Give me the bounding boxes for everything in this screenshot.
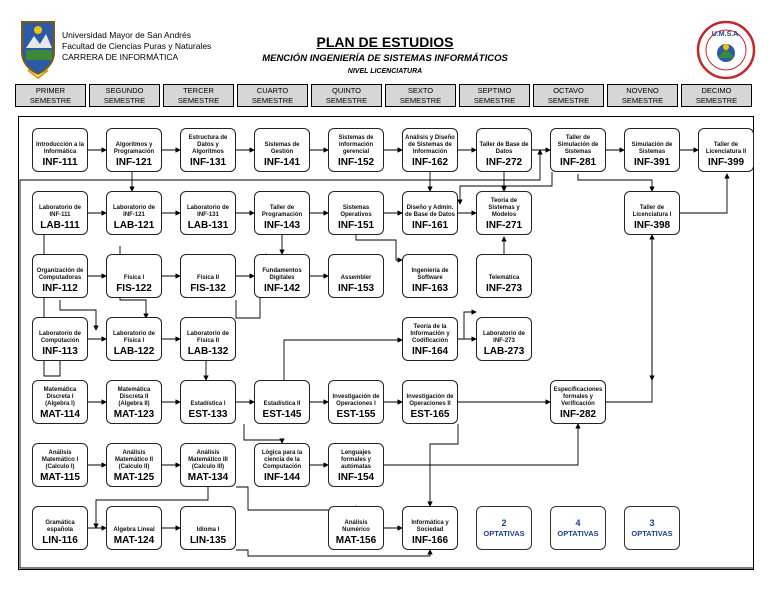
page-subtitle: MENCIÓN INGENIERÍA DE SISTEMAS INFORMÁTI…	[262, 53, 508, 64]
course-inf144[interactable]: Lógica para la ciencia de la Computación…	[254, 443, 310, 487]
seal-text: U.M.S.A.	[712, 31, 740, 38]
plan-frame	[18, 116, 754, 570]
institution-header: Universidad Mayor de San Andrés Facultad…	[62, 30, 211, 63]
course-inf162[interactable]: Análisis y Diseño de Sistemas de Informa…	[402, 128, 458, 172]
page-title: PLAN DE ESTUDIOS	[316, 34, 454, 50]
umsa-seal-logo: U.M.S.A.	[696, 20, 756, 80]
course-mat114[interactable]: Matemática Discreta I (Algebra I)MAT-114	[32, 380, 88, 424]
faculty-name: Facultad de Ciencias Puras y Naturales	[62, 41, 212, 51]
university-crest-logo	[18, 18, 58, 80]
level-label: NIVEL LICENCIATURA	[347, 68, 423, 75]
course-mat123[interactable]: Matemática Discreta II (Algebra II)MAT-1…	[106, 380, 162, 424]
course-mat134[interactable]: Análisis Matemático III (Calculo III)MAT…	[180, 443, 236, 487]
course-mat125[interactable]: Análisis Matemático II (Calculo II)MAT-1…	[106, 443, 162, 487]
university-name: Universidad Mayor de San Andrés	[62, 30, 191, 40]
course-mat115[interactable]: Análisis Matemático I (Calculo I)MAT-115	[32, 443, 88, 487]
course-inf282[interactable]: Especificaciones formales y Verificación…	[550, 380, 606, 424]
career-name: CARRERA DE INFORMÁTICA	[62, 52, 179, 62]
